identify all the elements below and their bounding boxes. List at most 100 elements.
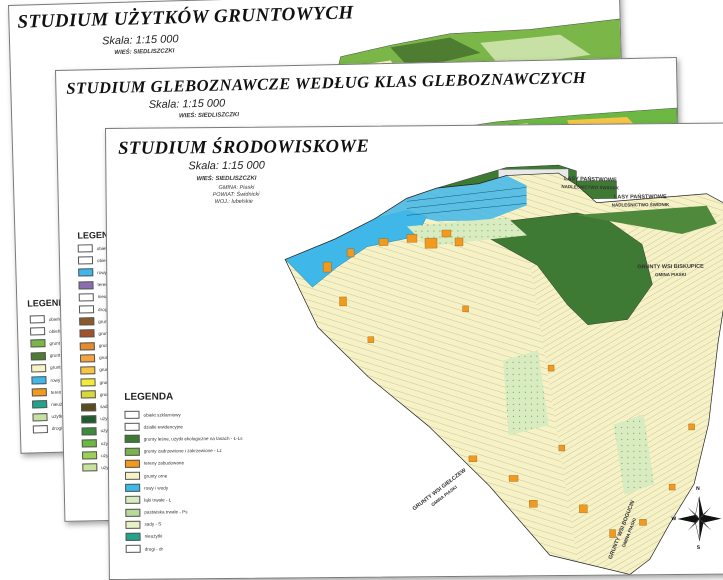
legend-item: drogi - dr xyxy=(125,542,244,555)
legend-label: teren xyxy=(50,389,62,395)
legend-swatch xyxy=(79,329,95,338)
legend-item: grunty orne xyxy=(125,469,243,482)
legend-item: użytk xyxy=(32,410,63,423)
legend-swatch xyxy=(125,544,141,553)
legend-swatch xyxy=(80,366,96,375)
legend-label: użytk xyxy=(51,413,63,420)
legend-swatch xyxy=(82,463,98,472)
sheet-scale: Skala: 1:15 000 xyxy=(101,33,179,48)
legend-item: łąki trwałe - Ł xyxy=(125,493,243,506)
legend-swatch xyxy=(124,459,140,468)
legend-swatch xyxy=(32,400,48,409)
legend-swatch xyxy=(32,424,48,434)
legend-label: obiekt szklarniowy xyxy=(143,411,181,418)
legend-item: grunt xyxy=(30,349,62,362)
legend-label: obieh xyxy=(48,316,61,322)
compass-s: S xyxy=(696,544,701,551)
sheet-village: WIEŚ: SIEDLISZCZKI xyxy=(114,48,175,57)
legend-label: drogi xyxy=(51,425,63,432)
legend-label: działki ewidencyjne xyxy=(143,424,183,430)
legend-swatch xyxy=(30,327,46,336)
legend-item: grunty leśne, użytki ekologiczne na lasa… xyxy=(124,432,243,445)
legend-swatch xyxy=(78,280,94,290)
legend-label: grunty orne xyxy=(144,473,168,479)
legend: obiekt szklarniowy działki ewidencyjne gru… xyxy=(124,408,243,555)
legend-label: grunty leśne, użytki ekologiczne na lasa… xyxy=(143,435,243,442)
legend-item: grunt xyxy=(30,337,61,350)
legend-swatch xyxy=(81,427,97,436)
compass-rose-icon xyxy=(677,496,722,541)
legend-item: działki ewidencyjne xyxy=(124,420,243,433)
legend-title: LEGENDA xyxy=(124,391,174,403)
sheet-title: STUDIUM UŻYTKÓW GRUNTOWYCH xyxy=(17,2,355,33)
legend-item: rowy xyxy=(31,374,62,387)
legend-item: grunt xyxy=(31,361,62,374)
legend-item: nieuż xyxy=(32,398,63,411)
legend-label: tereny zabudowane xyxy=(143,460,185,467)
legend-label: grunt xyxy=(49,352,61,359)
legend-item: teren xyxy=(31,386,63,399)
legend-label: nieużytki xyxy=(144,533,163,540)
legend-swatch xyxy=(81,414,97,424)
legend-label: rowy xyxy=(50,377,61,383)
legend-swatch xyxy=(29,315,45,324)
legend-item: grunty zadrzewione i zakrzewione - Lz xyxy=(124,444,243,457)
legend-swatch xyxy=(78,293,94,302)
legend-label: pastwiska trwałe - Ps xyxy=(144,509,188,515)
legend-label: grunt xyxy=(50,365,61,371)
legend-label: drogi - dr xyxy=(144,546,164,552)
legend-label: obieh xyxy=(49,328,61,334)
legend-swatch xyxy=(31,388,47,397)
legend-swatch xyxy=(124,447,140,456)
legend-item: obiekt xyxy=(77,254,110,267)
sheet-title: STUDIUM GLEBOZNAWCZE WEDŁUG KLAS GLEBOZN… xyxy=(66,67,587,98)
legend-swatch xyxy=(77,244,93,253)
legend-swatch xyxy=(125,471,141,480)
legend-swatch xyxy=(79,317,95,326)
compass-w: W xyxy=(671,516,677,523)
legend-item: obieh xyxy=(30,325,61,338)
legend-item: nieużytki xyxy=(125,530,244,543)
sheet-village: WIEŚ: SIEDLISZCZKI xyxy=(178,112,240,120)
legend-swatch xyxy=(30,351,46,361)
legend-swatch xyxy=(31,363,47,373)
legend-item: drogi xyxy=(32,422,64,435)
legend-swatch xyxy=(32,412,48,422)
map-sheet-environmental: STUDIUM ŚRODOWISKOWE Skala: 1:15 000 WIE… xyxy=(105,122,723,580)
legend-swatch xyxy=(124,435,140,444)
legend-swatch xyxy=(82,451,98,460)
legend-swatch xyxy=(125,496,141,505)
environmental-map xyxy=(284,164,723,578)
legend-swatch xyxy=(124,422,140,432)
legend-swatch xyxy=(30,339,46,348)
legend-swatch xyxy=(79,341,95,351)
legend-swatch xyxy=(78,305,95,314)
legend-item: rowy i wody xyxy=(125,481,243,494)
legend-swatch xyxy=(125,532,141,541)
legend-swatch xyxy=(80,378,96,387)
legend-swatch xyxy=(77,256,94,265)
legend-label: grunty zadrzewione i zakrzewione - Lz xyxy=(143,448,222,454)
legend-label: sady - S xyxy=(144,521,162,527)
legend-swatch xyxy=(125,483,141,493)
compass-n: N xyxy=(696,485,700,492)
legend-item: sady - S xyxy=(125,517,243,530)
legend-swatch xyxy=(79,354,96,363)
legend: obieh obieh grunt grunt grunt rowy teren nieuż u… xyxy=(29,313,64,436)
legend-item: tereny zabudowane xyxy=(124,457,243,470)
legend-swatch xyxy=(125,508,141,517)
legend-label: grunt xyxy=(49,340,61,346)
legend-label: łąki trwałe - Ł xyxy=(144,497,172,503)
legend-item: obiekt szklarniowy xyxy=(124,408,242,421)
legend-label: nieuż xyxy=(51,401,63,407)
legend-item: pastwiska trwałe - Ps xyxy=(125,505,243,518)
legend-swatch xyxy=(80,390,96,399)
legend-item: obieh xyxy=(29,313,61,326)
legend-swatch xyxy=(80,402,97,412)
legend-swatch xyxy=(81,439,97,448)
legend-label: rowy i wody xyxy=(144,485,169,491)
legend-item: obiekt xyxy=(77,242,110,255)
